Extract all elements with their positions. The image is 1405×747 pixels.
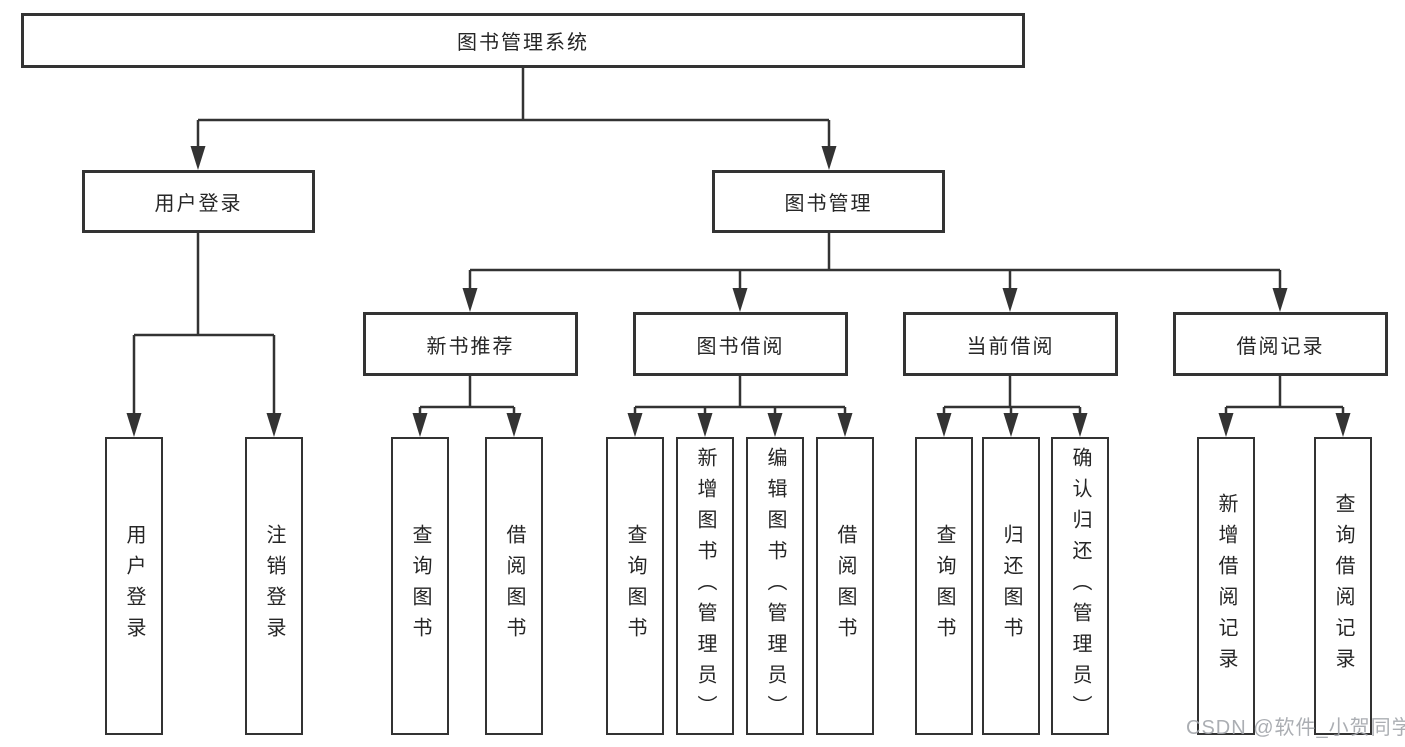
node-label: 图书管理 (784, 193, 873, 215)
leaf-add-borrow-record: 新增借阅记录 (1197, 437, 1255, 735)
node-current-borrowing: 当前借阅 (903, 312, 1118, 376)
leaf-query-books-recommend: 查询图书 (391, 437, 449, 735)
node-label: 借阅记录 (1236, 335, 1325, 358)
leaf-query-books-borrowing: 查询图书 (606, 437, 664, 735)
node-borrowing-records: 借阅记录 (1173, 312, 1388, 376)
leaf-label: 确认归还（管理员） (1069, 446, 1091, 726)
node-label: 当前借阅 (966, 335, 1055, 358)
leaf-edit-book-admin: 编辑图书（管理员） (746, 437, 804, 735)
arrowheads (126, 146, 1351, 437)
leaf-label: 用户登录 (123, 524, 145, 648)
leaf-query-books-current: 查询图书 (915, 437, 973, 735)
leaf-label: 新增图书（管理员） (694, 446, 716, 726)
node-book-borrowing: 图书借阅 (633, 312, 848, 376)
leaf-confirm-return-admin: 确认归还（管理员） (1051, 437, 1109, 735)
leaf-add-book-admin: 新增图书（管理员） (676, 437, 734, 735)
node-new-book-recommendation: 新书推荐 (363, 312, 578, 376)
node-label: 新书推荐 (426, 335, 515, 358)
leaf-label: 编辑图书（管理员） (764, 446, 786, 726)
csdn-watermark: CSDN @软件_小贺同学 (1186, 717, 1405, 739)
leaf-query-borrow-record: 查询借阅记录 (1314, 437, 1372, 735)
node-book-management: 图书管理 (712, 170, 945, 233)
leaf-label: 新增借阅记录 (1215, 493, 1237, 679)
leaf-label: 归还图书 (1000, 524, 1022, 648)
leaf-logout-login: 注销登录 (245, 437, 303, 735)
leaf-label: 查询图书 (624, 524, 646, 648)
leaf-label: 借阅图书 (503, 524, 525, 648)
leaf-label: 查询图书 (409, 524, 431, 648)
node-user-login: 用户登录 (82, 170, 315, 233)
leaf-borrow-books-recommend: 借阅图书 (485, 437, 543, 735)
leaf-user-login: 用户登录 (105, 437, 163, 735)
node-label: 用户登录 (154, 193, 243, 215)
leaf-label: 注销登录 (263, 524, 285, 648)
node-library-management-system: 图书管理系统 (21, 13, 1025, 68)
leaf-return-books: 归还图书 (982, 437, 1040, 735)
node-label: 图书借阅 (696, 335, 785, 358)
leaf-label: 借阅图书 (834, 524, 856, 648)
leaf-label: 查询图书 (933, 524, 955, 648)
leaf-label: 查询借阅记录 (1332, 493, 1354, 679)
node-label: 图书管理系统 (457, 32, 589, 54)
leaf-borrow-books-borrowing: 借阅图书 (816, 437, 874, 735)
